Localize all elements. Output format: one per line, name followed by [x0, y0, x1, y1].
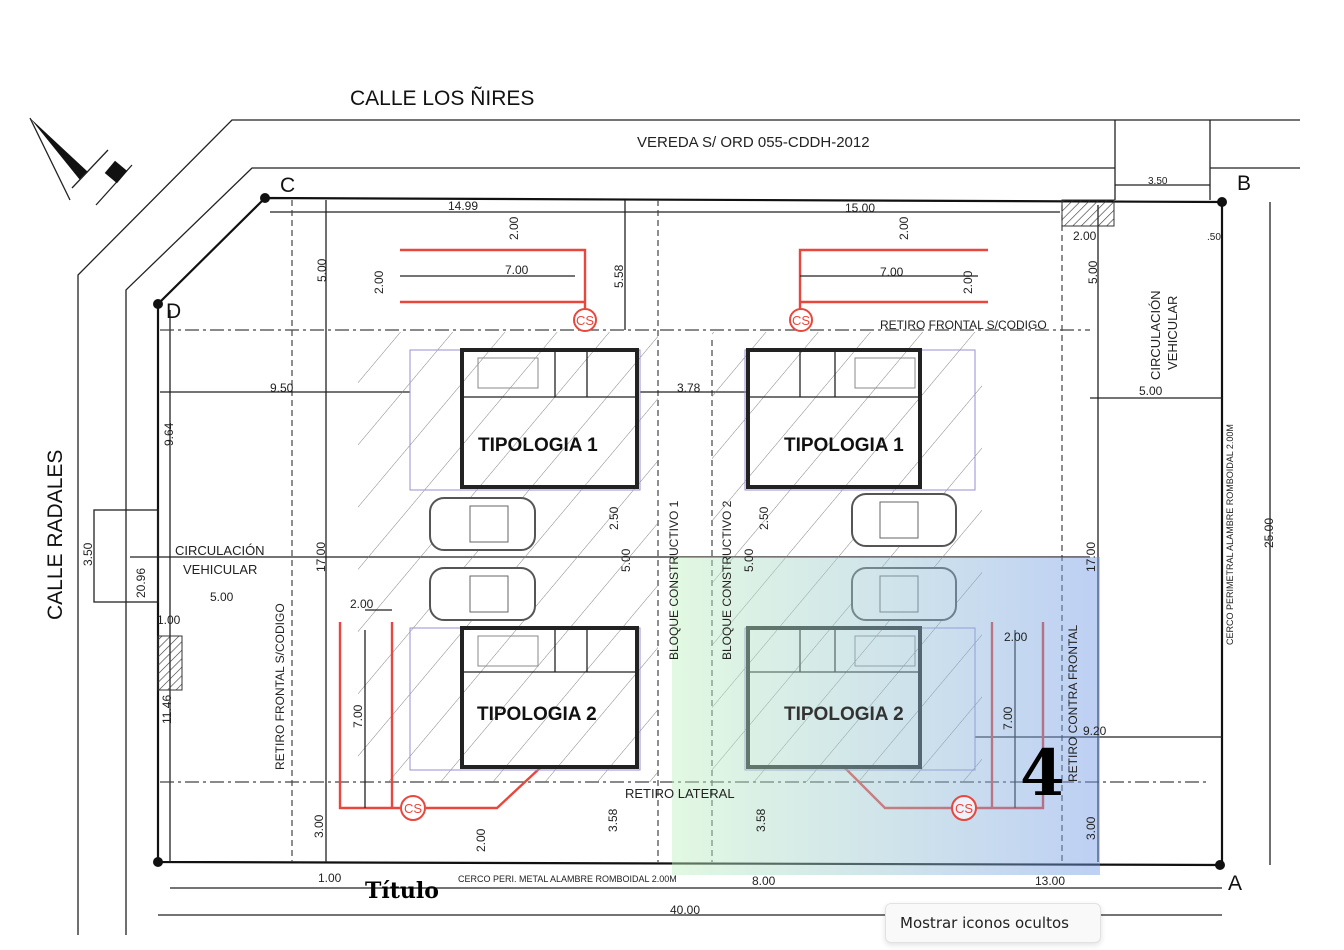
sidewalk-note: VEREDA S/ ORD 055-CDDH-2012 [637, 134, 870, 151]
street-name-top: CALLE LOS ÑIRES [350, 86, 534, 110]
north-arrow-icon [29, 117, 133, 206]
unit-label: TIPOLOGIA 2 [784, 704, 904, 725]
svg-text:3.00: 3.00 [312, 814, 326, 838]
svg-text:5.00: 5.00 [1086, 260, 1100, 284]
car-icon [429, 567, 536, 621]
fence-label: CERCO PERI. METAL ALAMBRE ROMBOIDAL 2.00… [458, 874, 677, 884]
building-t1-left [409, 348, 641, 491]
svg-text:2.00: 2.00 [1004, 630, 1028, 644]
setback-label: RETIRO FRONTAL S/CODIGO [880, 318, 1047, 332]
hatched-block-left [157, 635, 183, 691]
svg-text:40.00: 40.00 [670, 903, 700, 917]
svg-text:17.00: 17.00 [1084, 542, 1098, 572]
circulation-label: VEHICULAR [183, 562, 257, 577]
svg-text:2.50: 2.50 [757, 506, 771, 530]
circulation-label: VEHICULAR [1165, 296, 1180, 370]
svg-text:7.00: 7.00 [1001, 706, 1015, 730]
setback-label: RETIRO FRONTAL S/CODIGO [273, 603, 287, 770]
unit-label: TIPOLOGIA 2 [477, 704, 597, 725]
svg-text:CS: CS [955, 801, 973, 816]
svg-text:3.58: 3.58 [606, 808, 620, 832]
fence-label: CERCO PERIMETRAL ALAMBRE ROMBOIDAL 2.00M [1225, 424, 1235, 645]
svg-text:1.00: 1.00 [318, 871, 342, 885]
corner-c: C [280, 174, 295, 197]
unit-label: TIPOLOGIA 1 [784, 435, 904, 456]
svg-text:CS: CS [404, 801, 422, 816]
svg-text:CS: CS [792, 313, 810, 328]
svg-text:11.46: 11.46 [160, 695, 174, 724]
svg-text:5.00: 5.00 [742, 548, 756, 572]
title-label: Título [365, 878, 439, 904]
svg-text:3.58: 3.58 [754, 808, 768, 832]
building-t1-right [744, 348, 976, 491]
cs-marker-1: CS [573, 308, 597, 332]
svg-text:15.00: 15.00 [845, 201, 875, 215]
tooltip-text: Mostrar iconos ocultos [900, 914, 1069, 932]
svg-text:9.50: 9.50 [270, 381, 294, 395]
svg-text:3.78: 3.78 [677, 381, 701, 395]
svg-text:CS: CS [576, 313, 594, 328]
street-name-left: CALLE RADALES [44, 450, 67, 620]
svg-text:7.00: 7.00 [351, 704, 365, 728]
block-label: BLOQUE CONSTRUCTIVO 1 [667, 500, 681, 660]
svg-text:7.00: 7.00 [505, 263, 529, 277]
svg-text:2.00: 2.00 [350, 597, 374, 611]
svg-text:5.58: 5.58 [612, 264, 626, 288]
svg-text:5.00: 5.00 [210, 590, 234, 604]
cs-marker-2: CS [789, 308, 813, 332]
setback-label: RETIRO CONTRA FRONTAL [1066, 625, 1080, 782]
svg-text:9.20: 9.20 [1083, 724, 1107, 738]
cs-marker-3: CS [400, 795, 426, 821]
svg-text:5.00: 5.00 [1139, 384, 1163, 398]
svg-text:3.50: 3.50 [1148, 176, 1168, 187]
svg-text:5.00: 5.00 [619, 548, 633, 572]
tooltip-show-hidden-icons: Mostrar iconos ocultos [885, 903, 1101, 943]
svg-text:2.50: 2.50 [607, 506, 621, 530]
svg-text:13.00: 13.00 [1035, 874, 1065, 888]
svg-text:2.00: 2.00 [961, 270, 975, 294]
svg-text:7.00: 7.00 [880, 265, 904, 279]
svg-text:3.00: 3.00 [1084, 816, 1098, 840]
svg-text:2.00: 2.00 [507, 216, 521, 240]
car-icon [851, 493, 957, 547]
svg-text:5.00: 5.00 [315, 258, 329, 282]
svg-text:2.00: 2.00 [474, 828, 488, 852]
cs-marker-4: CS [951, 795, 977, 821]
svg-text:2.00: 2.00 [1073, 229, 1097, 243]
car-icon [429, 497, 536, 551]
corner-b: B [1237, 172, 1251, 195]
highlight-region [672, 557, 1100, 875]
circulation-label: CIRCULACIÓN [1148, 290, 1163, 380]
setback-label: RETIRO LATERAL [625, 786, 735, 801]
svg-text:20.96: 20.96 [134, 568, 148, 598]
circulation-label: CIRCULACIÓN [175, 543, 265, 558]
svg-text:17.00: 17.00 [314, 542, 328, 572]
building-t2-left [409, 626, 641, 771]
svg-text:1.00: 1.00 [157, 613, 181, 627]
svg-text:2.00: 2.00 [897, 216, 911, 240]
corner-a: A [1228, 872, 1242, 895]
corner-d: D [166, 300, 181, 323]
svg-text:14.99: 14.99 [448, 199, 478, 213]
hatched-area-left [358, 332, 658, 782]
svg-text:8.00: 8.00 [752, 874, 776, 888]
dimension-labels: 14.99 15.00 2.00 2.00 5.00 5.58 2.00 7.0… [81, 176, 1276, 917]
region-marker-number: 4 [1020, 736, 1065, 811]
svg-text:25.00: 25.00 [1262, 518, 1276, 548]
street-lines [77, 119, 1300, 935]
hatched-block-top [1061, 199, 1115, 227]
svg-text:3.50: 3.50 [81, 542, 95, 566]
svg-text:.50: .50 [1207, 232, 1221, 243]
unit-label: TIPOLOGIA 1 [478, 435, 598, 456]
svg-text:2.00: 2.00 [372, 270, 386, 294]
svg-text:9.64: 9.64 [162, 422, 176, 446]
block-label: BLOQUE CONSTRUCTIVO 2 [720, 500, 734, 660]
